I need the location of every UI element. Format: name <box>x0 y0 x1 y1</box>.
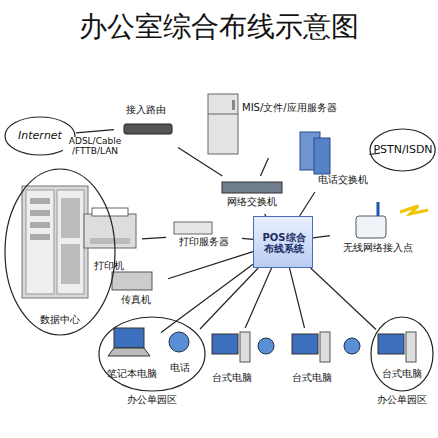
node-label: 笔记本电脑 <box>107 368 157 380</box>
desktop-box: 台式电脑 <box>286 328 338 388</box>
node-label: 打印服务器 <box>179 236 229 248</box>
cable-connector <box>290 268 305 328</box>
cable-connector <box>76 130 114 133</box>
ellipse-outline <box>4 168 116 336</box>
cable-connector <box>260 158 268 176</box>
cable-connector <box>245 268 271 328</box>
office-zone: 办公单园区 笔记本电脑 电话 <box>98 316 206 412</box>
cable-connector <box>200 268 258 329</box>
print-server-box: 打印服务器 <box>166 218 242 252</box>
wireless-ap-icon <box>356 202 428 238</box>
cabling-system-box: POS综合 布线系统 <box>253 216 313 268</box>
pstn-cloud: PSTN/ISDN <box>369 128 436 172</box>
node-label: 电话 <box>170 362 190 374</box>
switch-box: 网络交换机 <box>214 176 290 214</box>
data-center: 数据中心 <box>4 168 116 336</box>
cable-connector <box>311 268 376 330</box>
node-label: 数据中心 <box>40 314 80 326</box>
phone-exchange-box: 电话交换机 <box>292 126 380 192</box>
node-label: 传真机 <box>121 294 151 306</box>
server-rack <box>22 186 88 298</box>
printer-box: 打印机 <box>76 206 142 276</box>
node-label: 台式电脑 <box>382 368 422 380</box>
cable-connector <box>300 192 315 216</box>
server-icon <box>208 94 238 154</box>
edge-label: ADSL/Cable /FTTB/LAN <box>63 137 127 157</box>
desktop-box: 台式电脑 <box>206 328 258 388</box>
router-icon <box>124 124 172 134</box>
node-label: Internet <box>18 130 62 143</box>
node-label: 无线网络接入点 <box>343 242 413 254</box>
node-label: MIS/文件/应用服务器 <box>242 102 337 114</box>
fax-icon <box>112 272 152 290</box>
node-label: POS综合 布线系统 <box>258 232 310 255</box>
cable-connector <box>242 238 253 240</box>
printer-icon <box>84 208 136 248</box>
node-label: 电话交换机 <box>318 174 368 186</box>
diagram-title: 办公室综合布线示意图 <box>0 8 438 46</box>
node-label: PSTN/ISDN <box>373 144 432 157</box>
node-label: 台式电脑 <box>212 372 252 384</box>
switch-icon <box>222 182 282 193</box>
node-label: 办公单园区 <box>127 394 177 406</box>
cable-connector <box>313 236 330 238</box>
print-server-icon <box>174 222 212 234</box>
node-label: 办公单园区 <box>377 394 427 406</box>
wireless-ap-box: 无线网络接入点 <box>330 200 426 258</box>
fax-box: 传真机 <box>104 268 168 310</box>
node-label: 接入路由 <box>126 104 166 116</box>
office-zone: 办公单园区台式电脑 <box>370 316 434 412</box>
server-box: MIS/文件/应用服务器 <box>204 88 364 158</box>
node-label: 打印机 <box>94 260 124 272</box>
desktop-icon <box>212 332 416 362</box>
phone-box: 电话 <box>160 324 200 376</box>
cable-connector <box>142 237 166 239</box>
node-label: 网络交换机 <box>227 196 277 208</box>
desktop-box: 台式电脑 <box>376 324 428 384</box>
laptop-icon <box>108 328 150 356</box>
cable-connector <box>168 252 253 279</box>
phone-exchange-icon <box>300 132 330 174</box>
node-label: 台式电脑 <box>292 372 332 384</box>
laptop-box: 笔记本电脑 <box>103 324 161 384</box>
